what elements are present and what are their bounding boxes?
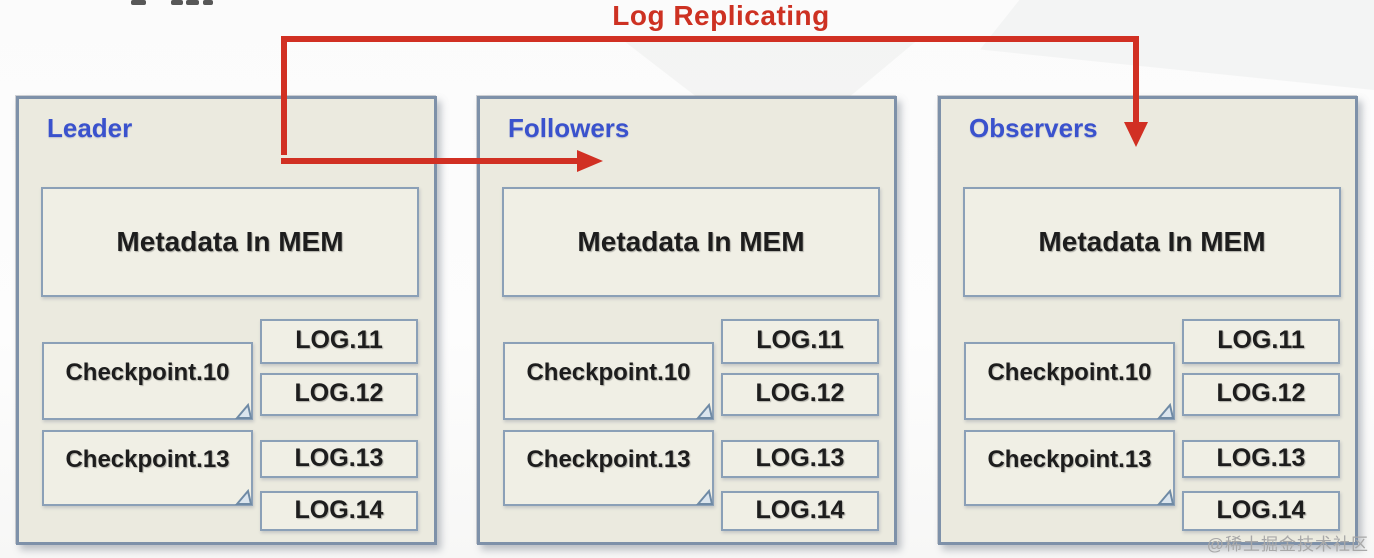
followers-node: Followers Metadata In MEM Checkpoint.10 …	[477, 96, 897, 545]
checkpoint-note: Checkpoint.13	[503, 430, 714, 506]
replication-line-to-observers	[1133, 36, 1139, 124]
checkpoint-label: Checkpoint.10	[987, 359, 1152, 386]
checkpoint-label: Checkpoint.13	[987, 446, 1152, 473]
checkpoint-note: Checkpoint.13	[42, 430, 253, 506]
log-box: LOG.13	[260, 440, 418, 478]
arrowhead-right-icon	[577, 150, 603, 172]
checkpoint-label: Checkpoint.10	[65, 359, 230, 386]
folded-corner-icon	[696, 488, 714, 505]
log-box: LOG.12	[1182, 373, 1340, 416]
metadata-in-mem-box: Metadata In MEM	[41, 187, 419, 297]
log-box: LOG.11	[1182, 319, 1340, 364]
checkpoint-label: Checkpoint.10	[526, 359, 691, 386]
checkpoint-label: Checkpoint.13	[65, 446, 230, 473]
cropped-text-artifact	[203, 0, 213, 5]
replication-line-from-leader	[281, 36, 287, 155]
folded-corner-icon	[696, 402, 714, 419]
checkpoint-note: Checkpoint.10	[964, 342, 1175, 420]
folded-corner-icon	[1157, 488, 1175, 505]
replication-line-top	[281, 36, 1139, 42]
log-box: LOG.11	[721, 319, 879, 364]
metadata-in-mem-box: Metadata In MEM	[502, 187, 880, 297]
arrowhead-down-icon	[1124, 122, 1148, 147]
leader-node: Leader Metadata In MEM Checkpoint.10 Che…	[16, 96, 437, 545]
watermark: @稀土掘金技术社区	[1206, 535, 1369, 554]
checkpoint-note: Checkpoint.13	[964, 430, 1175, 506]
folded-corner-icon	[235, 402, 253, 419]
cropped-text-artifact	[171, 0, 183, 5]
log-box: LOG.12	[260, 373, 418, 416]
replication-line-to-followers	[281, 158, 579, 164]
metadata-in-mem-box: Metadata In MEM	[963, 187, 1341, 297]
cropped-text-artifact	[131, 0, 146, 5]
checkpoint-note: Checkpoint.10	[42, 342, 253, 420]
cropped-text-artifact	[186, 0, 199, 5]
observers-node-title: Observers	[969, 113, 1098, 143]
log-box: LOG.13	[721, 440, 879, 478]
log-box: LOG.14	[260, 491, 418, 531]
log-box: LOG.14	[721, 491, 879, 531]
followers-node-title: Followers	[508, 113, 630, 143]
folded-corner-icon	[1157, 402, 1175, 419]
log-box: LOG.13	[1182, 440, 1340, 478]
folded-corner-icon	[235, 488, 253, 505]
checkpoint-label: Checkpoint.13	[526, 446, 691, 473]
diagram-title: Log Replicating	[612, 0, 830, 31]
leader-node-title: Leader	[47, 113, 133, 143]
log-box: LOG.14	[1182, 491, 1340, 531]
log-box: LOG.11	[260, 319, 418, 364]
background-wedge	[980, 0, 1374, 90]
checkpoint-note: Checkpoint.10	[503, 342, 714, 420]
log-box: LOG.12	[721, 373, 879, 416]
observers-node: Observers Metadata In MEM Checkpoint.10 …	[938, 96, 1358, 545]
